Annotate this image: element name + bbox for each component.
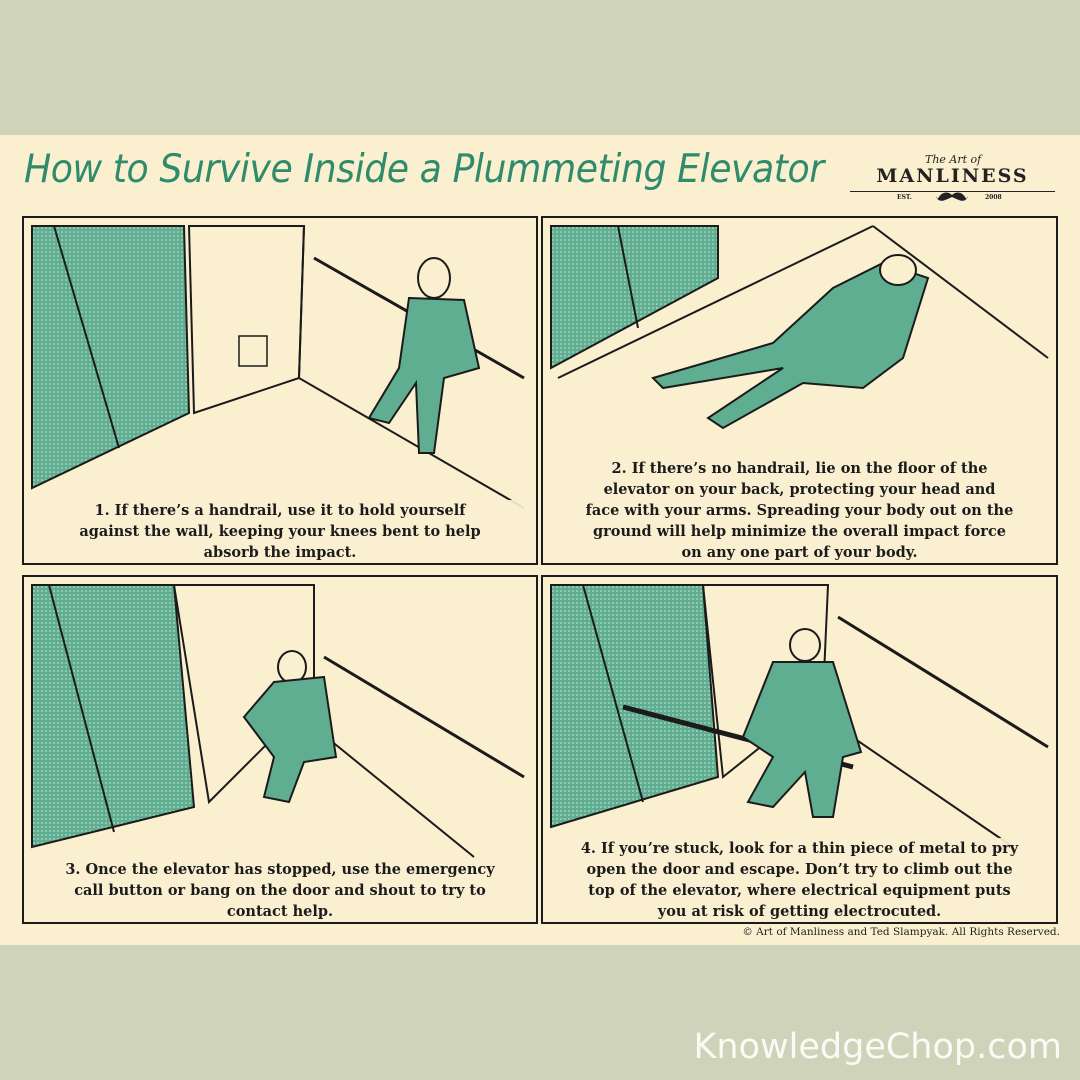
infographic-poster: How to Survive Inside a Plummeting Eleva… [0,135,1080,945]
mustache-icon [936,192,968,201]
pry-door-illustration [550,584,1049,848]
handrail-illustration [31,225,525,509]
step-4-caption: 4. If you’re stuck, look for a thin piec… [543,838,1056,922]
copyright-notice: © Art of Manliness and Ted Slampyak. All… [742,926,1060,938]
logo-wordmark: MANLINESS [876,165,1029,187]
logo-tagline: The Art of [925,153,982,166]
panel-step-4: 4. If you’re stuck, look for a thin piec… [541,575,1058,924]
panel-step-3: 3. Once the elevator has stopped, use th… [22,575,538,924]
step-3-caption: 3. Once the elevator has stopped, use th… [24,859,536,922]
panel-step-1: 1. If there’s a handrail, use it to hold… [22,216,538,565]
page-title: How to Survive Inside a Plummeting Eleva… [24,147,824,192]
logo-est: EST. [897,194,912,201]
step-2-caption: 2. If there’s no handrail, lie on the fl… [543,458,1056,563]
call-for-help-illustration [31,584,525,858]
watermark: KnowledgeChop.com [693,1027,1062,1067]
lie-on-floor-illustration [550,225,1049,430]
step-1-caption: 1. If there’s a handrail, use it to hold… [24,500,536,563]
logo-year: 2008 [985,194,1002,201]
panel-step-2: 2. If there’s no handrail, lie on the fl… [541,216,1058,565]
art-of-manliness-logo: The Art of MANLINESS EST. 2008 [845,153,1060,203]
logo-rule [850,191,1055,192]
